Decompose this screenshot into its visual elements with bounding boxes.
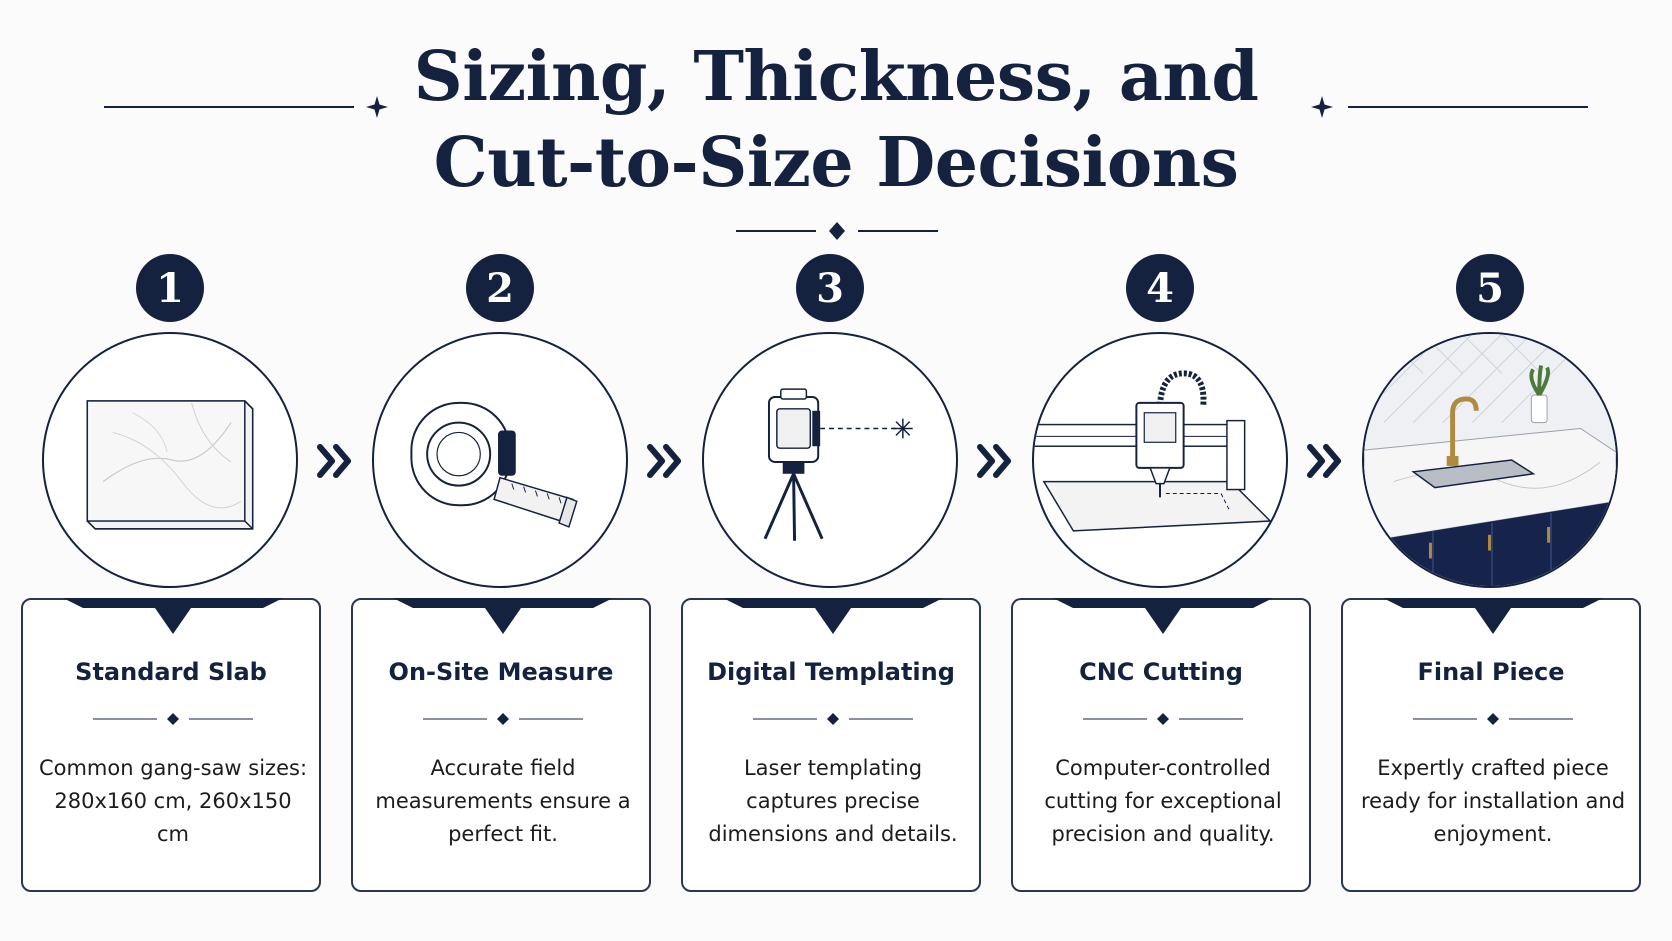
card-description: Laser templating captures precise dimens… — [708, 756, 958, 846]
step-number-2: 2 — [466, 254, 534, 322]
step-number-3: 3 — [796, 254, 864, 322]
card-description: Computer-controlled cutting for exceptio… — [1044, 756, 1282, 846]
card-title: Final Piece — [1417, 658, 1565, 686]
step-number-4: 4 — [1126, 254, 1194, 322]
card-title: Standard Slab — [75, 658, 267, 686]
step-card-1: Standard Slab Common gang-saw sizes: 280… — [21, 598, 321, 892]
step-3-illustration — [702, 332, 958, 588]
title-line-1: Sizing, Thickness, and — [413, 37, 1259, 117]
step-number-1: 1 — [136, 254, 204, 322]
chevron-right-icon — [647, 444, 681, 478]
step-card-5: Final Piece Expertly crafted piece ready… — [1341, 598, 1641, 892]
chevron-right-icon — [977, 444, 1011, 478]
title-right-star-icon — [1311, 96, 1333, 118]
laser-tripod-icon — [763, 388, 913, 541]
step-2-illustration — [372, 332, 628, 588]
card-notch — [1383, 598, 1603, 634]
card-notch — [63, 598, 283, 634]
card-notch — [393, 598, 613, 634]
page-title: Sizing, Thickness, and Cut-to-Size Decis… — [0, 34, 1672, 206]
card-divider — [423, 713, 583, 725]
marble-slab-icon — [86, 400, 254, 530]
step-1-illustration — [42, 332, 298, 588]
subtitle-diamond-icon — [829, 222, 845, 240]
subtitle-left-line — [736, 230, 816, 232]
subtitle-right-line — [858, 230, 938, 232]
title-left-line — [104, 106, 354, 108]
card-notch — [1053, 598, 1273, 634]
step-number-5: 5 — [1456, 254, 1524, 322]
step-card-2: On-Site Measure Accurate field measureme… — [351, 598, 651, 892]
card-notch — [723, 598, 943, 634]
card-title: Digital Templating — [707, 658, 955, 686]
card-divider — [1413, 713, 1573, 725]
step-4-illustration — [1032, 332, 1288, 588]
step-card-4: CNC Cutting Computer-controlled cutting … — [1011, 598, 1311, 892]
card-description: Common gang-saw sizes: 280x160 cm, 260x1… — [38, 756, 308, 846]
title-right-line — [1348, 106, 1588, 108]
kitchen-countertop-icon — [1364, 334, 1616, 586]
chevron-right-icon — [1307, 444, 1341, 478]
cnc-machine-icon — [1034, 370, 1272, 532]
card-title: On-Site Measure — [388, 658, 614, 686]
title-left-star-icon — [366, 96, 388, 118]
chevron-right-icon — [317, 444, 351, 478]
step-5-illustration — [1362, 332, 1618, 588]
step-card-3: Digital Templating Laser templating capt… — [681, 598, 981, 892]
title-line-2: Cut-to-Size Decisions — [433, 123, 1239, 203]
card-divider — [753, 713, 913, 725]
card-divider — [93, 713, 253, 725]
card-description: Expertly crafted piece ready for install… — [1360, 756, 1626, 846]
card-description: Accurate field measurements ensure a per… — [375, 756, 631, 846]
card-divider — [1083, 713, 1243, 725]
tape-measure-icon — [410, 401, 578, 528]
card-title: CNC Cutting — [1079, 658, 1243, 686]
